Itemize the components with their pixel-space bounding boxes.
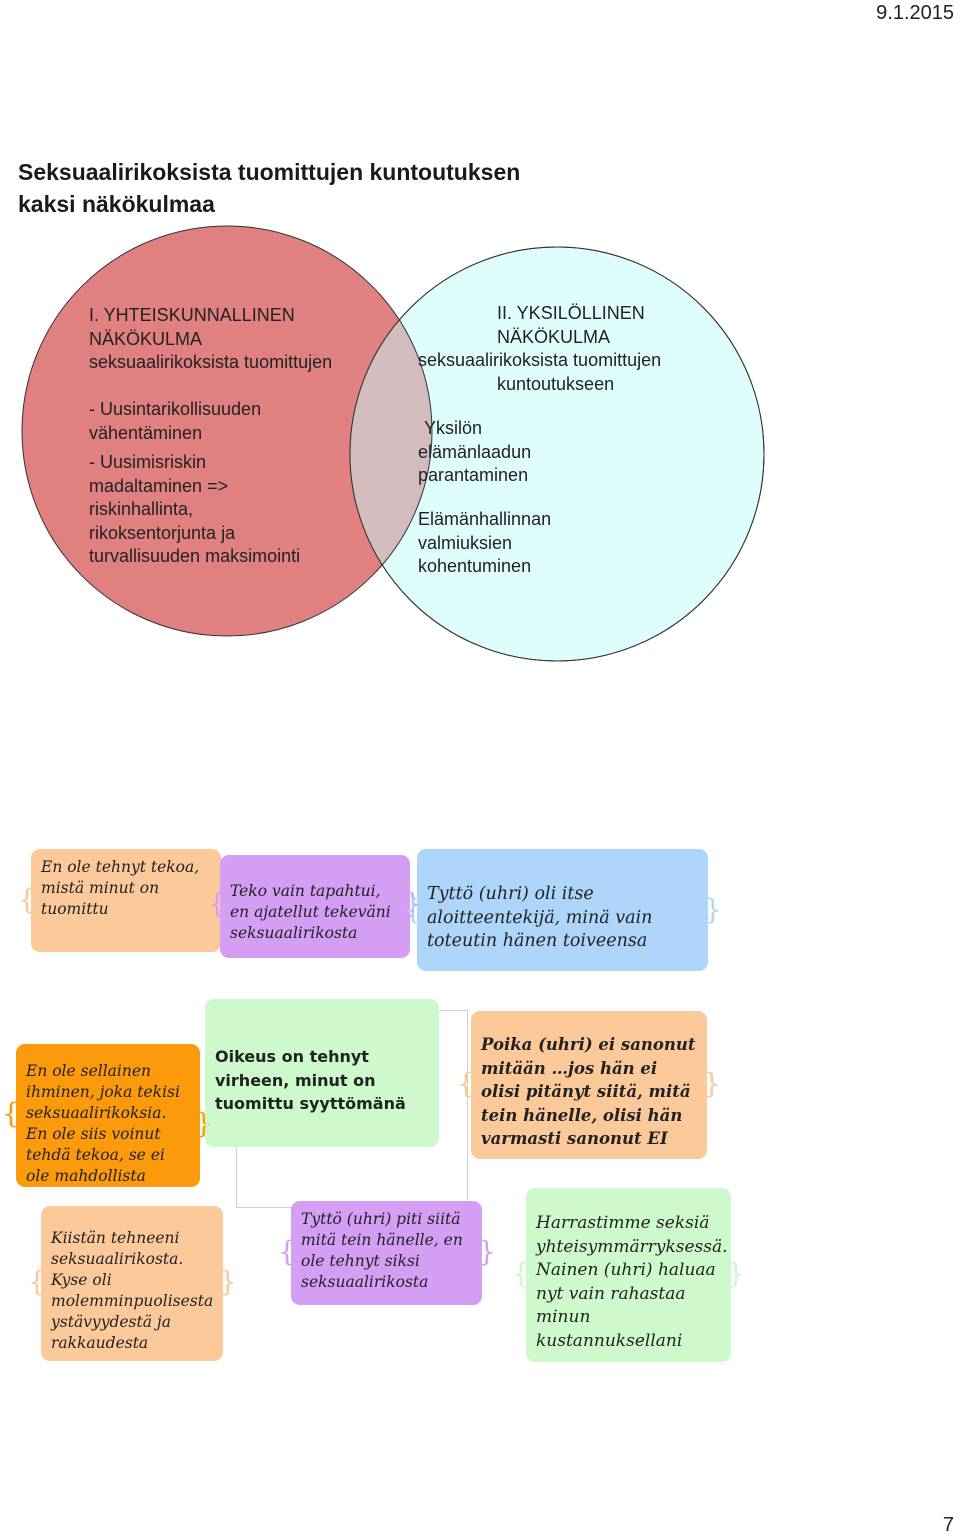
card-denial-3-text: Tyttö (uhri) oli itse aloitteentekijä, m… <box>427 884 653 951</box>
left-head-line-3: seksuaalirikoksista tuomittujen <box>89 352 333 372</box>
right-item-1-line-3: parantaminen <box>418 465 529 485</box>
card-denial-9: Harrastimme seksiä yhteisymmärryksessä. … <box>526 1188 731 1362</box>
left-item-1-line-1: - Uusintarikollisuuden <box>89 399 262 419</box>
bracket-icon: } <box>703 1067 721 1100</box>
title-line-2: kaksi näkökulmaa <box>18 191 215 217</box>
bracket-icon: } <box>195 1107 213 1140</box>
card-denial-6-text: Poika (uhri) ei sanonut mitään …jos hän … <box>481 1035 696 1148</box>
bracket-icon: { <box>2 1097 20 1130</box>
left-item-2-line-1: - Uusimisriskin <box>89 452 206 472</box>
bracket-icon: { <box>457 1067 475 1100</box>
card-denial-4-text: En ole sellainen ihminen, joka tekisi se… <box>26 1062 180 1185</box>
bracket-icon: } <box>727 1257 745 1290</box>
card-denial-2: Teko vain tapahtui, en ajatellut tekevän… <box>220 855 410 958</box>
card-denial-6: Poika (uhri) ei sanonut mitään …jos hän … <box>471 1011 707 1159</box>
title-line-1: Seksuaalirikoksista tuomittujen kuntoutu… <box>18 159 521 185</box>
card-denial-5-text: Oikeus on tehnyt virheen, minut on tuomi… <box>215 1047 406 1113</box>
left-circle-list: - Uusintarikollisuuden vähentäminen - Uu… <box>89 398 379 569</box>
card-denial-7-text: Kiistän tehneeni seksuaalirikosta. Kyse … <box>51 1229 214 1352</box>
card-denial-1-text: En ole tehnyt tekoa, mistä minut on tuom… <box>41 858 200 918</box>
bracket-icon: } <box>404 887 422 920</box>
card-denial-2-text: Teko vain tapahtui, en ajatellut tekevän… <box>230 882 391 942</box>
right-item-1-line-2: elämänlaadun <box>418 441 532 462</box>
card-denial-4: En ole sellainen ihminen, joka tekisi se… <box>16 1044 200 1187</box>
card-denial-8-text: Tyttö (uhri) piti siitä mitä tein hänell… <box>301 1210 463 1291</box>
right-circle-item-1: Yksilön elämänlaadun parantaminen <box>418 417 638 488</box>
bracket-icon: { <box>278 1235 296 1268</box>
left-item-2-line-3: riskinhallinta, <box>89 499 194 519</box>
right-circle-item-2: Elämänhallinnan valmiuksien kohentuminen <box>418 508 638 579</box>
page-number: 7 <box>942 1514 954 1536</box>
card-denial-7: Kiistän tehneeni seksuaalirikosta. Kyse … <box>41 1206 223 1361</box>
bracket-icon: { <box>512 1257 530 1290</box>
bracket-icon: { <box>28 1265 46 1298</box>
bracket-icon: } <box>704 893 722 926</box>
card-denial-8: Tyttö (uhri) piti siitä mitä tein hänell… <box>291 1201 482 1305</box>
bracket-icon: { <box>18 883 36 916</box>
right-head-line-3: seksuaalirikoksista tuomittujen <box>418 350 662 370</box>
venn-diagram <box>21 225 765 662</box>
left-head-line-1: I. YHTEISKUNNALLINEN <box>89 305 295 325</box>
right-item-1-line-1: Yksilön <box>424 418 483 438</box>
card-denial-5: Oikeus on tehnyt virheen, minut on tuomi… <box>205 999 439 1147</box>
bracket-icon: { <box>208 887 226 920</box>
right-circle-subheading: seksuaalirikoksista tuomittujen kuntoutu… <box>418 349 718 396</box>
right-head-line-1: II. YKSILÖLLINEN <box>497 303 645 323</box>
bracket-icon: { <box>200 1107 218 1140</box>
bracket-icon: } <box>219 1265 237 1298</box>
right-circle-heading: II. YKSILÖLLINEN NÄKÖKULMA <box>497 302 767 349</box>
page-date: 9.1.2015 <box>876 2 954 24</box>
left-item-1-line-2: vähentäminen <box>89 422 203 443</box>
left-item-2-line-2: madaltaminen => <box>89 475 229 496</box>
card-denial-9-text: Harrastimme seksiä yhteisymmärryksessä. … <box>536 1213 728 1351</box>
card-denial-1: En ole tehnyt tekoa, mistä minut on tuom… <box>31 849 221 952</box>
bracket-icon: } <box>478 1235 496 1268</box>
right-head-line-2: NÄKÖKULMA <box>497 326 611 347</box>
bracket-icon: { <box>404 893 422 926</box>
left-item-2-line-5: turvallisuuden maksimointi <box>89 546 301 566</box>
page-title: Seksuaalirikoksista tuomittujen kuntoutu… <box>18 156 658 220</box>
right-item-2-line-1: Elämänhallinnan <box>418 509 552 529</box>
right-item-2-line-3: kohentuminen <box>418 556 532 576</box>
left-item-2-line-4: rikoksentorjunta ja <box>89 522 236 543</box>
right-head-line-4: kuntoutukseen <box>497 373 615 394</box>
card-denial-3: Tyttö (uhri) oli itse aloitteentekijä, m… <box>417 849 708 971</box>
left-head-line-2: NÄKÖKULMA <box>89 328 203 349</box>
left-circle-heading: I. YHTEISKUNNALLINEN NÄKÖKULMA seksuaali… <box>89 304 379 375</box>
right-item-2-line-2: valmiuksien <box>418 532 513 553</box>
